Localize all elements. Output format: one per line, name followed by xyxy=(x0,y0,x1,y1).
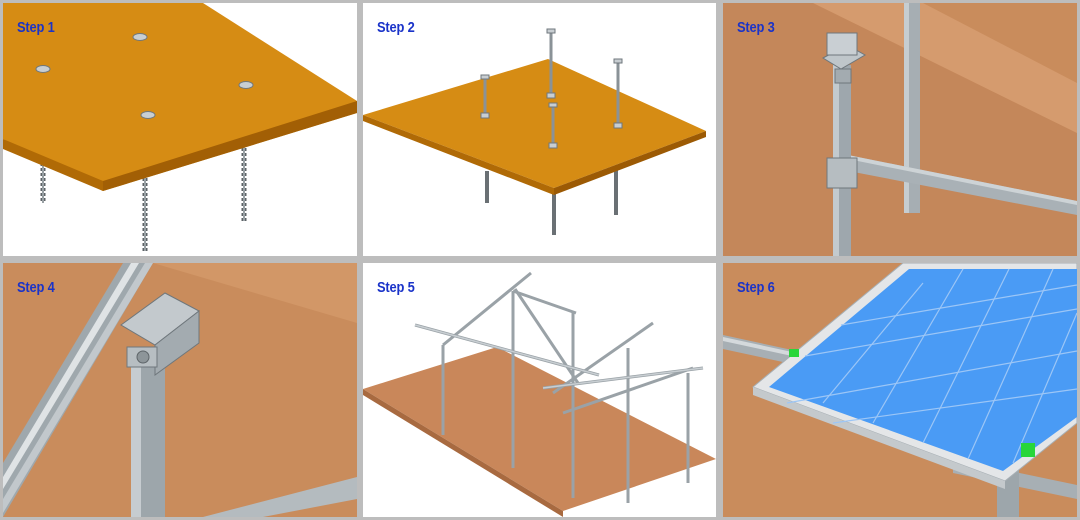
step-4-illustration xyxy=(3,263,357,517)
step-5-illustration xyxy=(363,263,716,517)
lower-rail xyxy=(203,477,357,517)
step-3-illustration xyxy=(723,3,1077,256)
step-5-panel: Step 5 xyxy=(363,263,716,517)
solar-panel-cells xyxy=(769,269,1077,471)
step-4-panel: Step 4 xyxy=(3,263,357,517)
solar-cell-grid xyxy=(786,268,1077,464)
brace-clamp xyxy=(826,157,858,189)
threaded-rods xyxy=(483,31,620,148)
plywood-board xyxy=(363,59,706,188)
mounting-rail xyxy=(3,263,153,517)
screw-heads xyxy=(35,33,254,119)
step-6-illustration xyxy=(723,263,1077,517)
step-2-illustration xyxy=(363,3,716,256)
step-1-illustration xyxy=(3,3,357,256)
panel-clamp xyxy=(789,349,799,357)
step-2-panel: Step 2 xyxy=(363,3,716,256)
panel-clamp xyxy=(1021,443,1035,457)
step-1-panel: Step 1 xyxy=(3,3,357,256)
step-3-panel: Step 3 xyxy=(723,3,1077,256)
plywood-board xyxy=(3,3,357,191)
step-6-panel: Step 6 xyxy=(723,263,1077,517)
